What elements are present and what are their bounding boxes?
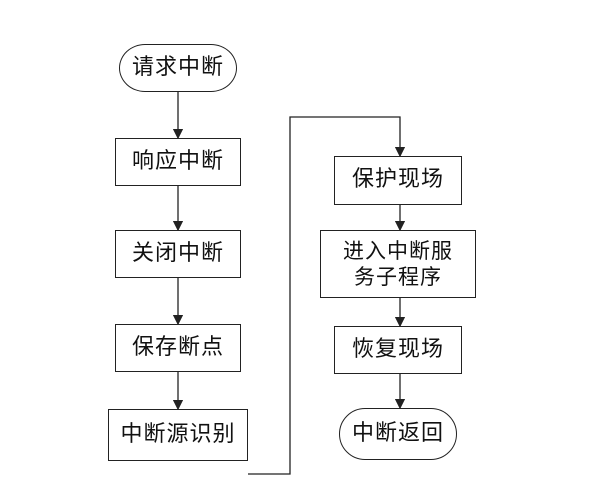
node-disable-interrupt: 关闭中断 <box>115 230 241 278</box>
node-protect-context: 保护现场 <box>334 156 462 205</box>
node-restore-context: 恢复现场 <box>334 326 462 374</box>
node-respond-interrupt: 响应中断 <box>115 138 241 186</box>
node-interrupt-return: 中断返回 <box>339 408 457 460</box>
edge-identify-protect <box>248 116 406 475</box>
node-save-breakpoint: 保存断点 <box>115 324 241 372</box>
node-identify-source: 中断源识别 <box>108 409 248 461</box>
node-request-interrupt: 请求中断 <box>119 44 237 92</box>
node-enter-isr: 进入中断服 务子程序 <box>320 230 476 298</box>
